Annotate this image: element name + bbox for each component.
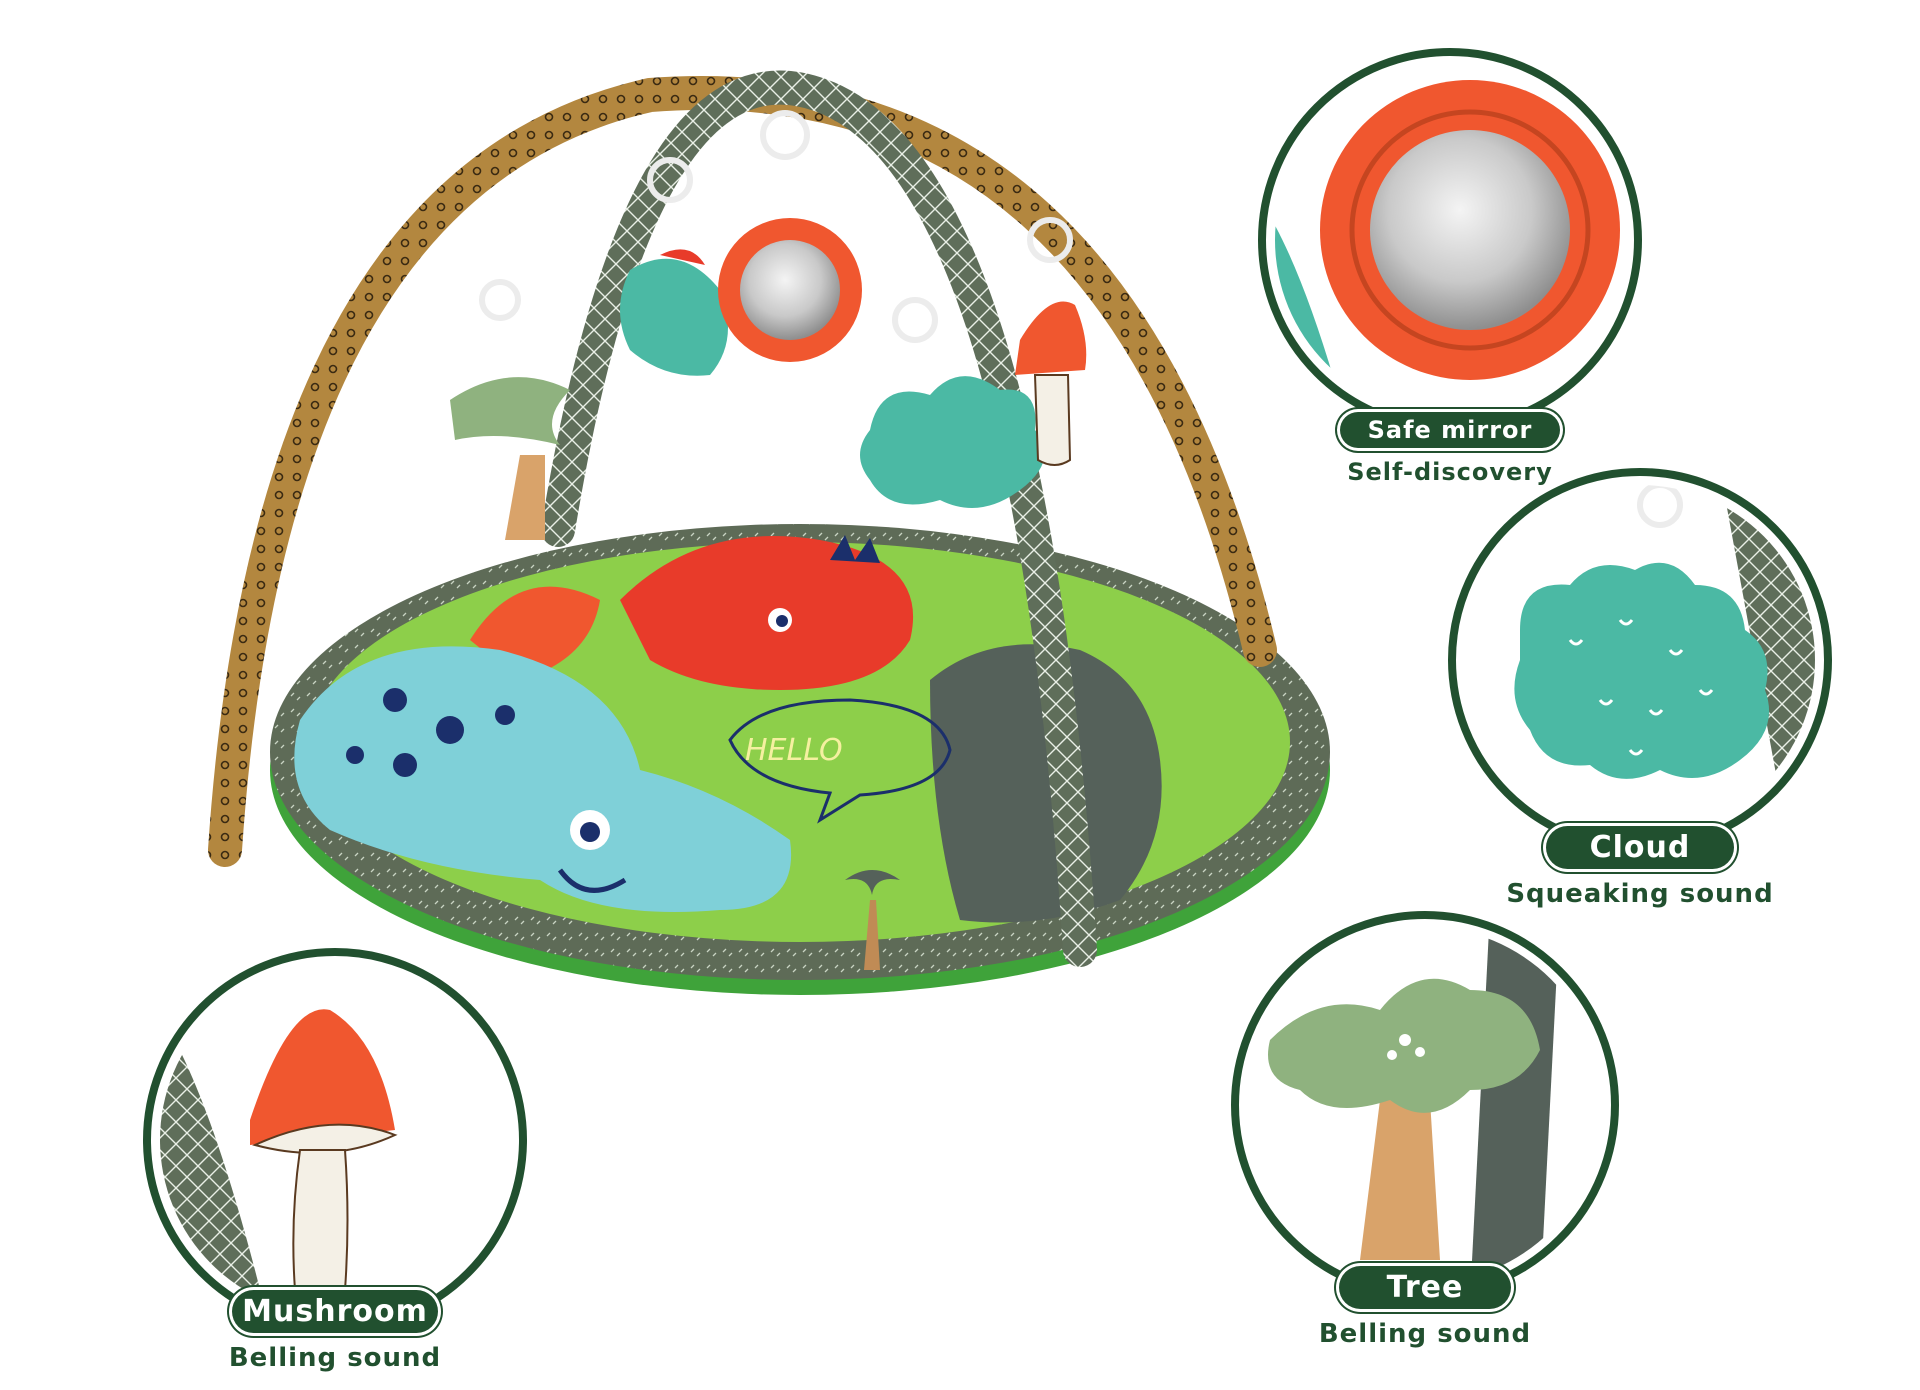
- callout-title: Mushroom: [232, 1290, 438, 1333]
- callout-feature: Belling sound: [228, 1343, 442, 1373]
- callout-safe-mirror: Safe mirror Self-discovery: [1300, 412, 1600, 486]
- play-mat: HELLO: [270, 524, 1330, 995]
- tree-callout-image: [1231, 911, 1619, 1299]
- callout-feature: Belling sound: [1318, 1319, 1532, 1349]
- callout-title: Safe mirror: [1339, 412, 1561, 448]
- callout-title: Tree: [1338, 1266, 1512, 1309]
- mirror-callout-image: [1258, 48, 1642, 432]
- cloud-callout-image: [1448, 468, 1832, 852]
- tree-icon: [1268, 978, 1540, 1260]
- mushroom-icon: [250, 1009, 398, 1291]
- callout-mushroom: Mushroom Belling sound: [185, 1290, 485, 1373]
- callout-feature: Squeaking sound: [1506, 879, 1774, 909]
- mirror-icon: [1320, 80, 1620, 380]
- callout-tree: Tree Belling sound: [1275, 1266, 1575, 1349]
- play-arches: [208, 70, 1277, 967]
- callout-cloud: Cloud Squeaking sound: [1490, 826, 1790, 909]
- cloud-icon: [1514, 562, 1770, 779]
- callout-title: Cloud: [1545, 826, 1735, 869]
- hanging-toys: [450, 110, 1087, 540]
- mushroom-callout-image: [143, 948, 527, 1332]
- callout-feature: Self-discovery: [1347, 458, 1553, 486]
- mat-hello-text: HELLO: [745, 733, 843, 768]
